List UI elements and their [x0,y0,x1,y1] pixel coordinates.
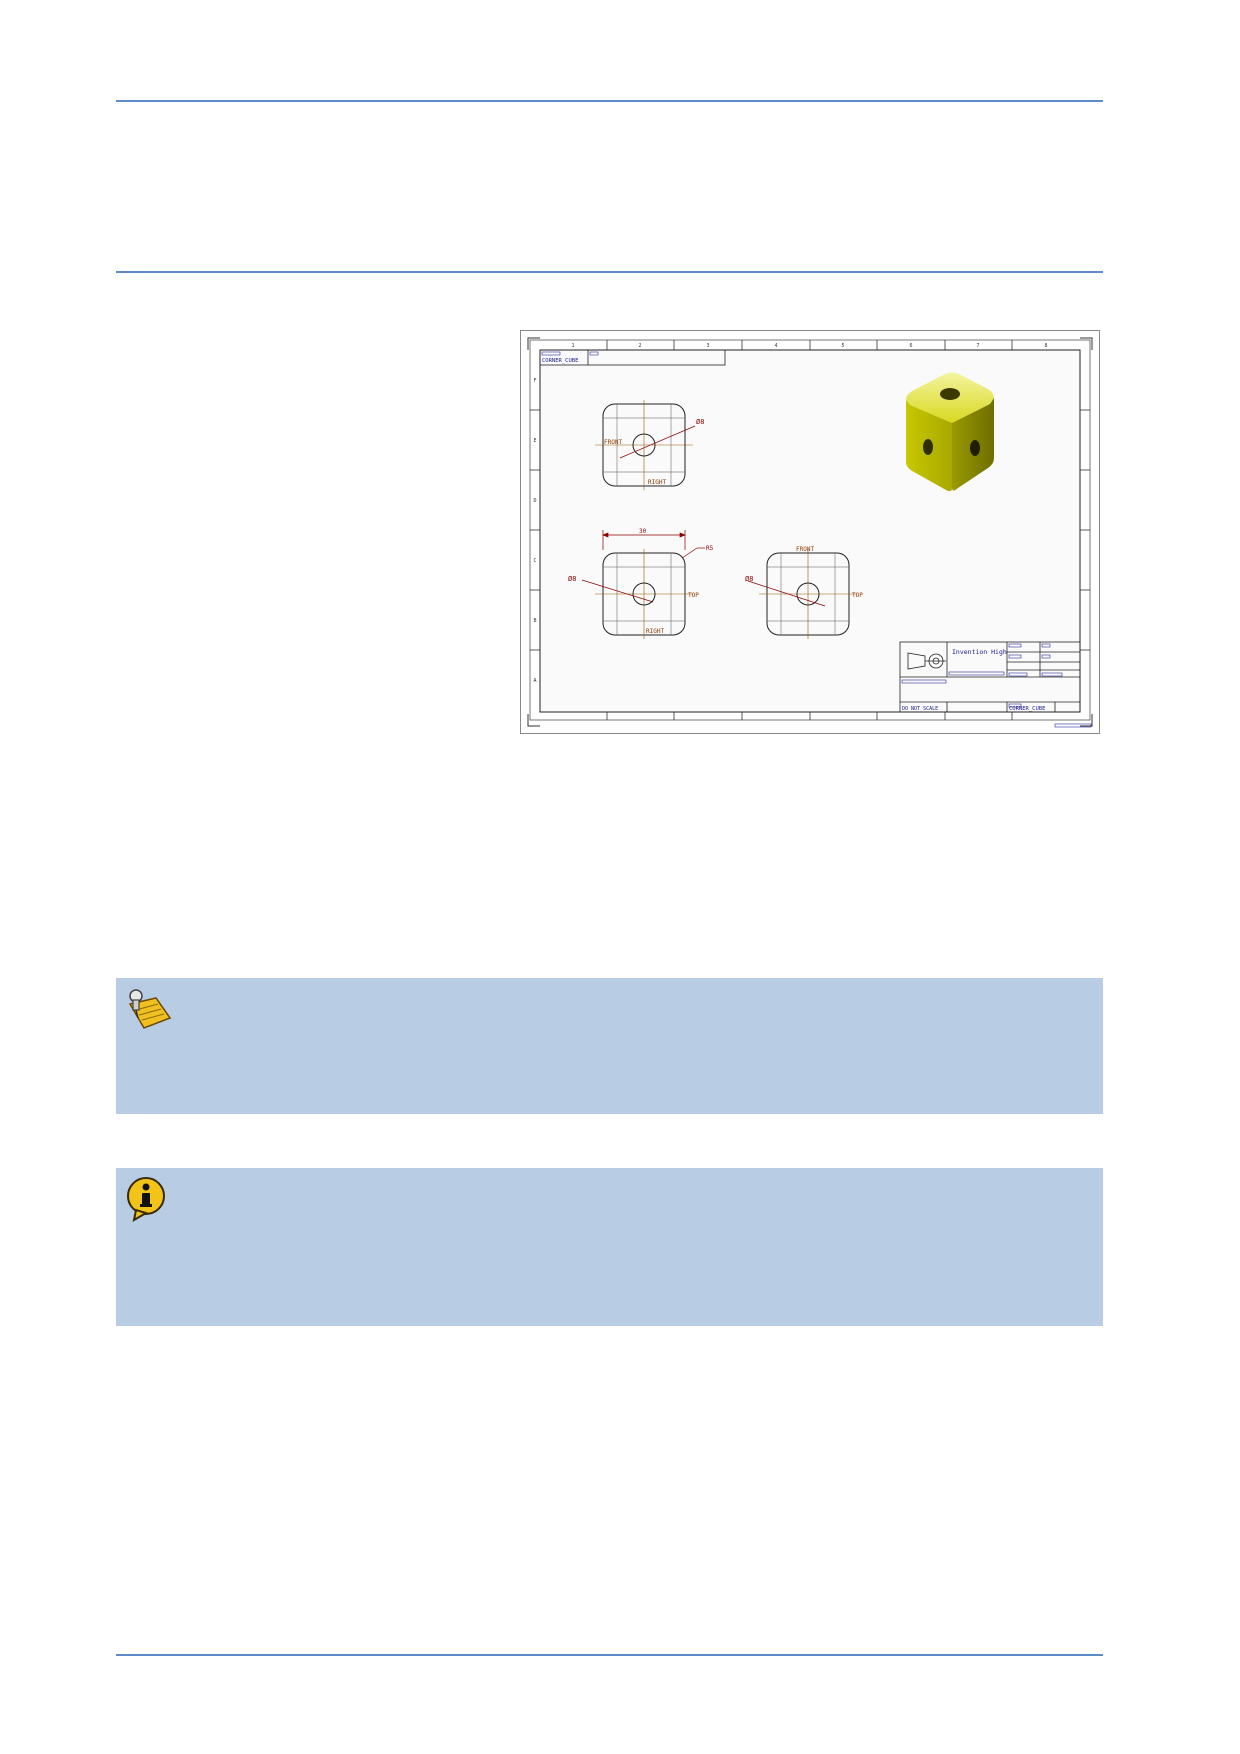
view-top-left: Ø8 FRONT RIGHT [595,400,704,490]
zone-letter: C [533,558,536,564]
zone-letter: D [533,498,536,504]
view-label: TOP [688,592,699,599]
header-top-rule [116,100,1103,102]
sheet-title: CORNER_CUBE [542,358,578,364]
pushpin-note-icon [122,984,174,1036]
corner-cube-3d-render [906,372,994,492]
view-label: TOP [852,592,863,599]
zone-number: 7 [976,343,979,349]
zone-number: 3 [706,343,709,349]
zone-number: 1 [571,343,574,349]
zone-letter: F [533,378,536,384]
engineering-drawing-figure: 1 2 3 4 5 6 7 8 F E D C B A CORNER_CUBE … [520,330,1100,734]
dimension-label: R5 [706,545,714,552]
dimension-label: 30 [639,528,647,535]
zone-number: 4 [774,343,777,349]
dimension-label: Ø8 [745,575,753,583]
zone-number: 2 [638,343,641,349]
view-bottom-left: 30 R5 Ø8 TOP RIGHT [568,528,714,639]
title-block [899,641,1081,713]
zone-letter: A [533,678,536,684]
view-label: RIGHT [648,479,666,486]
company-name: Invention High [952,648,1007,656]
zone-letter: E [533,438,536,444]
view-bottom-middle: Ø8 TOP FRONT [745,546,863,639]
zone-number: 6 [909,343,912,349]
view-label: RIGHT [646,628,664,635]
scale-note: DO NOT SCALE [902,706,938,712]
part-name: CORNER_CUBE [1009,706,1045,712]
info-icon [122,1174,174,1226]
dimension-label: Ø8 [568,575,576,583]
info-box [116,1168,1103,1326]
view-label: FRONT [796,546,814,553]
zone-number: 5 [841,343,844,349]
header-bottom-rule [116,271,1103,273]
drawing-sheet: 1 2 3 4 5 6 7 8 F E D C B A CORNER_CUBE … [520,330,1100,734]
dimension-label: Ø8 [696,418,704,426]
note-box [116,978,1103,1114]
view-label: FRONT [604,439,622,446]
zone-number: 8 [1044,343,1047,349]
zone-letter: B [533,618,536,624]
footer-rule [116,1654,1103,1656]
